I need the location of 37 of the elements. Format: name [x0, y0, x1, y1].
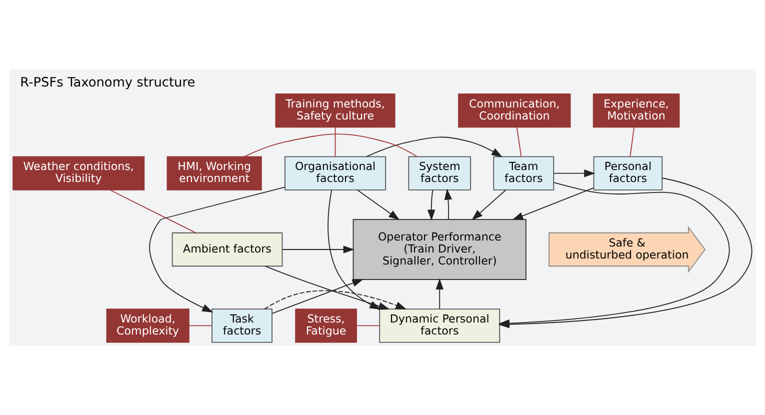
arrow — [472, 190, 506, 220]
arrow — [512, 187, 594, 220]
arrow — [427, 190, 436, 221]
node-box: Weather conditions, Visibility — [12, 156, 145, 190]
node-box: Communication, Coordination — [458, 93, 571, 128]
node-box: System factors — [408, 156, 471, 190]
node-box: Dynamic Personal factors — [379, 308, 500, 343]
arrow — [272, 279, 364, 314]
node-box: Task factors — [212, 308, 272, 343]
arrow — [553, 169, 596, 178]
arrow — [328, 190, 381, 310]
connector — [188, 325, 212, 326]
arrow — [444, 188, 452, 220]
connector — [110, 190, 196, 234]
connector — [516, 127, 522, 157]
arrow — [356, 190, 400, 220]
arrow — [436, 278, 444, 310]
connector — [244, 134, 418, 158]
arrow — [264, 266, 390, 310]
connector — [334, 127, 336, 157]
node-box: Organisational factors — [284, 156, 386, 190]
arrow — [366, 136, 503, 158]
node-box: HMI, Working environment — [166, 156, 262, 190]
node-box: Stress, Fatigue — [295, 308, 357, 343]
diagram-title: R-PSFs Taxonomy structure — [20, 76, 196, 91]
node-box: Personal factors — [593, 156, 663, 190]
node-box: Experience, Motivation — [592, 93, 680, 128]
node-box: Training methods, Safety culture — [275, 93, 396, 128]
node-box: Workload, Complexity — [106, 308, 190, 343]
node-box: Ambient factors — [172, 232, 283, 267]
connector — [630, 127, 635, 157]
arrow — [149, 186, 286, 313]
arrow — [264, 290, 407, 310]
connector — [356, 325, 380, 326]
node-box: Operator Performance (Train Driver, Signaller, Controller) — [352, 219, 526, 280]
arrow — [282, 246, 354, 254]
node-box: Team factors — [493, 156, 554, 190]
